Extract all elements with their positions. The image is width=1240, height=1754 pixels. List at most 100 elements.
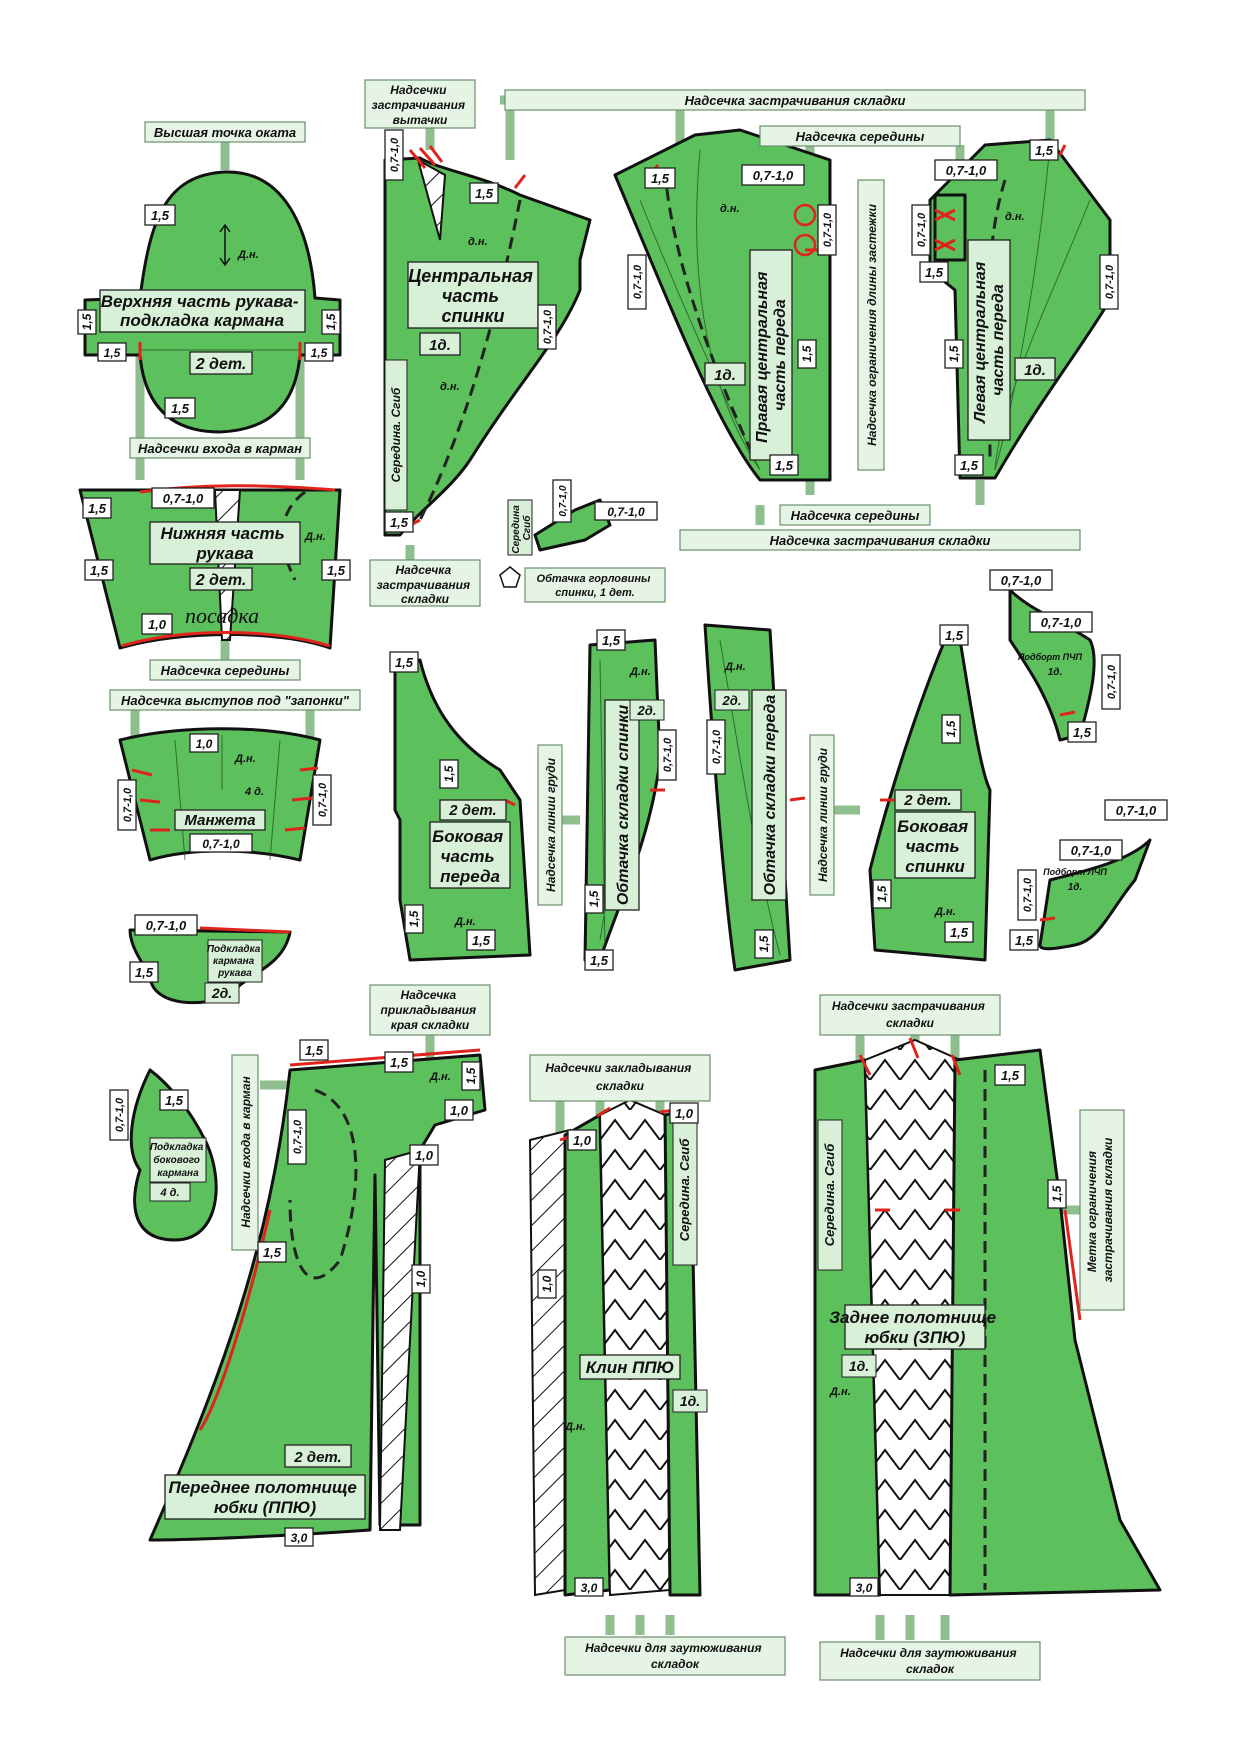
svg-text:Левая центральная часть: Левая центральная часть переда (972, 257, 1007, 423)
svg-text:д.н.: д.н. (468, 236, 488, 248)
callout-fastener-limit: Надсечка ограничения длины застежки (857, 179, 885, 471)
callout-dart-notches: Надсечки застрачивания вытачки (364, 79, 476, 129)
svg-text:Заднее полотнище юбки (З: Заднее полотнище юбки (ЗПЮ) (829, 1308, 1001, 1347)
svg-text:1,5: 1,5 (165, 1093, 184, 1108)
labels-cuff: Манжета 4 д. Д.н. (174, 753, 266, 831)
pleat-stitch-back-text: Надсечки застрачивания складки (832, 999, 988, 1030)
svg-text:1д.: 1д. (849, 1358, 869, 1374)
press-pleats-1-text: Надсечки для заутюживания складок (585, 1641, 765, 1671)
svg-text:Надсечки входа в карман: Надсечки входа в карман (239, 1076, 253, 1228)
svg-text:0,7-1,0: 0,7-1,0 (753, 168, 794, 183)
labels-right-center-front: Правая центральная часть переда 1д. (704, 249, 793, 461)
labels-facing-pchp-2: Подборт ЛЧП 1д. (1043, 867, 1107, 893)
svg-text:1,5: 1,5 (602, 633, 621, 648)
labels-front-pleat-facing: Обтачка складки переда 2д. (714, 689, 787, 901)
svg-text:1,0: 1,0 (675, 1106, 694, 1121)
svg-text:Обтачка складки спинки: Обтачка складки спинки (615, 705, 632, 906)
pleat-edge-text: Надсечка прикладывания края складки (381, 988, 480, 1032)
svg-text:Подкладка бокового: Подкладка бокового кармана (150, 1142, 206, 1179)
svg-text:Д.н.: Д.н. (934, 906, 956, 918)
labels-side-pocket: Подкладка бокового кармана 4 д. (149, 1137, 207, 1202)
svg-text:Центральная часть: Центральная часть спинки (408, 266, 538, 326)
svg-text:1,5: 1,5 (950, 925, 969, 940)
labels-front-skirt: 2 дет. Переднее полотнище юбки (ППЮ) (164, 1444, 366, 1520)
svg-text:1,5: 1,5 (151, 208, 170, 223)
callout-cufflinks: Надсечка выступов под "запонки" (109, 689, 361, 711)
svg-text:0,7-1,0: 0,7-1,0 (163, 491, 204, 506)
svg-text:Д.н.: Д.н. (304, 531, 326, 543)
piece-left-center-front (928, 138, 1112, 480)
svg-text:Подборт ПЧП: Подборт ПЧП (1018, 652, 1082, 662)
svg-text:2д.: 2д. (722, 693, 742, 708)
svg-text:1,5: 1,5 (875, 885, 889, 902)
svg-text:1,5: 1,5 (587, 890, 601, 907)
svg-text:Верхняя часть рукава- по: Верхняя часть рукава- подкладка кармана (101, 292, 303, 330)
svg-text:1,5: 1,5 (1015, 933, 1034, 948)
svg-text:Надсечки входа в карман: Надсечки входа в карман (138, 441, 302, 456)
svg-text:3,0: 3,0 (856, 1581, 873, 1595)
labels-side-front: 2 дет. Боковая часть переда (429, 799, 511, 889)
svg-text:4 д.: 4 д. (244, 786, 264, 798)
svg-text:1,5: 1,5 (263, 1245, 282, 1260)
svg-text:Боковая часть спин: Боковая часть спинки (897, 817, 973, 876)
svg-text:Манжета: Манжета (184, 812, 255, 829)
svg-text:0,7-1,0: 0,7-1,0 (1022, 877, 1034, 912)
svg-text:1,5: 1,5 (590, 953, 609, 968)
svg-text:0,7-1,0: 0,7-1,0 (822, 212, 834, 247)
svg-text:2 дет.: 2 дет. (195, 356, 247, 373)
callout-skirt-pocket-entry: Надсечки входа в карман (231, 1054, 259, 1251)
svg-text:1,5: 1,5 (171, 401, 190, 416)
labels-side-back: 2 дет. Боковая часть спинки (894, 789, 976, 879)
svg-text:1,5: 1,5 (945, 628, 964, 643)
svg-text:1,5: 1,5 (800, 345, 814, 362)
svg-text:0,7-1,0: 0,7-1,0 (542, 309, 554, 344)
svg-text:1,5: 1,5 (135, 965, 154, 980)
svg-text:1,5: 1,5 (88, 501, 107, 516)
callout-bust-line-left: Надсечка линии груди (537, 744, 563, 906)
callout-pleat-stitch-back: Надсечки застрачивания складки (819, 994, 1001, 1036)
svg-text:0,7-1,0: 0,7-1,0 (1041, 615, 1082, 630)
pentagon-icon (499, 566, 521, 588)
labels-wedge: Клин ППЮ 1д. Середина. Сгиб (579, 1114, 708, 1413)
callout-press-pleats-2: Надсечки для заутюживания складок (819, 1641, 1041, 1681)
svg-text:2 дет.: 2 дет. (195, 572, 247, 589)
svg-text:Д.н.: Д.н. (829, 1386, 851, 1398)
svg-text:2 дет.: 2 дет. (448, 802, 496, 819)
callout-pleat-limit-mark: Метка ограничения застрачивания складки (1079, 1109, 1125, 1311)
svg-text:1,5: 1,5 (80, 313, 94, 330)
svg-text:1,0: 1,0 (415, 1148, 434, 1163)
svg-text:2д.: 2д. (211, 985, 232, 1001)
svg-text:1д.: 1д. (1048, 667, 1063, 678)
pleat-limit-mark-text: Метка ограничения застрачивания складки (1085, 1137, 1115, 1282)
svg-text:1,5: 1,5 (960, 458, 979, 473)
svg-text:1,5: 1,5 (90, 563, 109, 578)
svg-text:Д.н.: Д.н. (237, 249, 259, 261)
svg-text:2д.: 2д. (637, 703, 657, 718)
svg-text:1,5: 1,5 (390, 1055, 409, 1070)
svg-text:Середина. Сгиб: Середина. Сгиб (677, 1138, 692, 1241)
svg-text:1,0: 1,0 (414, 1270, 428, 1287)
svg-text:1,5: 1,5 (104, 346, 121, 360)
svg-text:д.н.: д.н. (1005, 211, 1025, 223)
svg-text:Надсечка выступов под "запонки: Надсечка выступов под "запонки" (121, 693, 350, 708)
svg-text:Д.н.: Д.н. (454, 916, 476, 928)
svg-text:1,0: 1,0 (573, 1133, 592, 1148)
pleat-lay-text: Надсечки закладывания складки (545, 1061, 694, 1093)
callout-pleat-notch-back: Надсечка застрачивания складки (369, 559, 481, 607)
callout-bust-line-right: Надсечка линии груди (809, 734, 835, 896)
svg-text:0,7-1,0: 0,7-1,0 (146, 918, 187, 933)
labels-back-pleat-facing: Обтачка складки спинки 2д. (604, 699, 665, 911)
svg-text:Середина. Сгиб: Середина. Сгиб (389, 387, 403, 482)
svg-text:0,7-1,0: 0,7-1,0 (202, 837, 240, 851)
callout-middle-notch-top: Надсечка середины (759, 125, 961, 147)
svg-text:1,5: 1,5 (407, 910, 421, 927)
svg-text:0,7-1,0: 0,7-1,0 (1071, 843, 1112, 858)
svg-text:4 д.: 4 д. (159, 1187, 179, 1199)
pleat-notch-back-text: Надсечка застрачивания складки (377, 563, 474, 606)
labels-center-back: Центральная часть спинки 1д. Середина. С… (384, 261, 539, 511)
grain-marks: д.н. д.н. д.н. д.н. Д.н. Д.н. Д.н. Д.н. … (429, 203, 1025, 1433)
callout-pocket-entry: Надсечки входа в карман (129, 437, 311, 459)
svg-text:Надсечка середины: Надсечка середины (161, 663, 290, 678)
svg-text:Подборт ЛЧП: Подборт ЛЧП (1043, 867, 1107, 877)
